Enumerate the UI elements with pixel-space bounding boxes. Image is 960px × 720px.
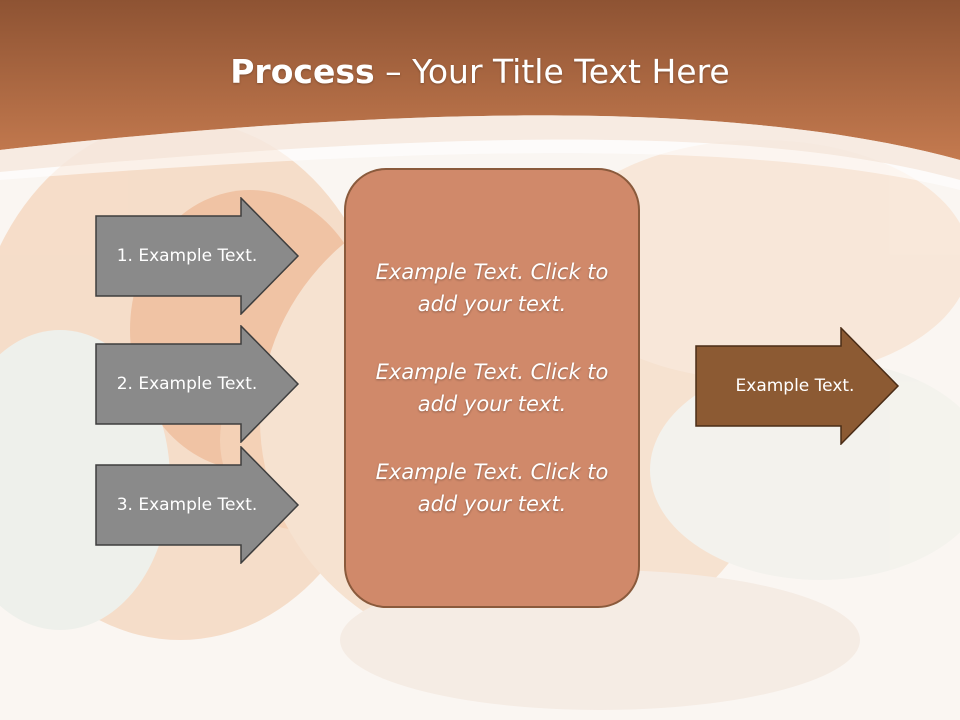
input-arrow-1[interactable]: 1. Example Text. bbox=[95, 197, 300, 315]
title-rest-part: – Your Title Text Here bbox=[374, 52, 730, 91]
right-arrow-shape bbox=[95, 446, 300, 564]
input-arrow-1-label: 1. Example Text. bbox=[116, 246, 258, 266]
right-arrow-shape bbox=[95, 197, 300, 315]
center-paragraph-2: Example Text. Click to add your text. bbox=[375, 360, 609, 416]
input-arrow-2-label: 2. Example Text. bbox=[116, 374, 258, 394]
right-arrow-shape bbox=[95, 325, 300, 443]
center-paragraph-1: Example Text. Click to add your text. bbox=[375, 260, 609, 316]
slide-title[interactable]: Process – Your Title Text Here bbox=[0, 52, 960, 91]
input-arrow-2[interactable]: 2. Example Text. bbox=[95, 325, 300, 443]
output-arrow[interactable]: Example Text. bbox=[695, 327, 900, 445]
input-arrow-3-label: 3. Example Text. bbox=[116, 495, 258, 515]
title-bold-part: Process bbox=[230, 52, 375, 91]
input-arrow-3[interactable]: 3. Example Text. bbox=[95, 446, 300, 564]
process-center-box[interactable]: Example Text. Click to add your text. Ex… bbox=[344, 168, 640, 608]
center-paragraph-3: Example Text. Click to add your text. bbox=[375, 460, 609, 516]
right-arrow-shape bbox=[695, 327, 900, 445]
output-arrow-label: Example Text. bbox=[735, 376, 855, 396]
